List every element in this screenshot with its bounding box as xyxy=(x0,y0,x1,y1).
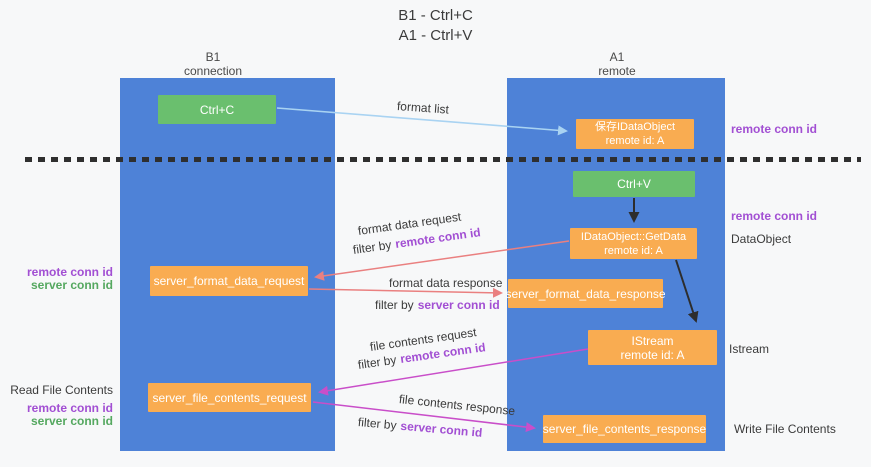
getdata-line1: IDataObject::GetData xyxy=(580,230,687,243)
filter-by-text: filter by xyxy=(357,352,398,372)
column-b1-subtitle: connection xyxy=(183,64,243,78)
idataobject-getdata-node: IDataObject::GetData remote id: A xyxy=(570,228,697,259)
left-anno-remote-conn-id-2: remote conn id xyxy=(26,401,113,415)
right-anno-write-file-contents: Write File Contents xyxy=(734,422,836,436)
right-anno-remote-conn-id-mid: remote conn id xyxy=(731,209,818,223)
ctrl-v-node: Ctrl+V xyxy=(573,171,695,197)
server-file-contents-request-node: server_file_contents_request xyxy=(148,383,311,412)
save-idataobject-node: 保存IDataObject remote id: A xyxy=(576,119,694,149)
server-file-contents-response-label: server_file_contents_response xyxy=(542,422,707,436)
column-a1-title: A1 xyxy=(609,50,625,64)
server-conn-id-text: server conn id xyxy=(417,298,500,312)
save-idataobject-line2: remote id: A xyxy=(605,135,665,147)
filter-by-text: filter by xyxy=(375,298,414,312)
phase-divider-dashed-line xyxy=(25,157,861,162)
server-format-data-request-node: server_format_data_request xyxy=(150,266,308,296)
column-header-a1: A1 remote xyxy=(537,50,697,78)
ctrl-v-label: Ctrl+V xyxy=(617,177,651,191)
server-file-contents-response-node: server_file_contents_response xyxy=(543,415,706,443)
diagram-title: B1 - Ctrl+C A1 - Ctrl+V xyxy=(0,6,871,46)
left-anno-server-conn-id-2: server conn id xyxy=(30,414,113,428)
file-contents-response-label: file contents response xyxy=(398,392,516,419)
left-anno-remote-conn-id: remote conn id xyxy=(26,265,113,279)
server-conn-id-text: server conn id xyxy=(399,418,483,440)
istream-line2: remote id: A xyxy=(620,347,685,362)
column-b1-title: B1 xyxy=(205,50,221,64)
column-a1-subtitle: remote xyxy=(598,64,636,78)
server-file-contents-request-label: server_file_contents_request xyxy=(152,390,307,405)
getdata-line2: remote id: A xyxy=(604,244,663,257)
ctrl-c-label: Ctrl+C xyxy=(199,102,235,117)
left-anno-read-file-contents: Read File Contents xyxy=(10,383,113,397)
column-header-b1: B1 connection xyxy=(133,50,293,78)
server-format-data-request-label: server_format_data_request xyxy=(153,274,305,288)
format-data-response-label: format data response xyxy=(389,276,503,290)
server-format-data-response-node: server_format_data_response xyxy=(505,279,666,308)
server-format-data-response-label: server_format_data_response xyxy=(505,286,666,301)
right-anno-istream: Istream xyxy=(729,342,770,356)
istream-line1: IStream xyxy=(631,333,674,348)
right-anno-dataobject: DataObject xyxy=(731,232,792,246)
ctrl-c-node: Ctrl+C xyxy=(158,95,276,124)
right-anno-remote-conn-id-top: remote conn id xyxy=(731,122,818,136)
istream-node: IStream remote id: A xyxy=(588,330,717,365)
filter-by-text: filter by xyxy=(352,237,393,257)
left-anno-server-conn-id: server conn id xyxy=(30,278,113,292)
save-idataobject-line1: 保存IDataObject xyxy=(594,121,676,133)
format-list-label: format list xyxy=(396,99,450,117)
title-line-2: A1 - Ctrl+V xyxy=(398,27,473,44)
title-line-1: B1 - Ctrl+C xyxy=(398,7,473,24)
filter-by-text: filter by xyxy=(357,415,398,433)
